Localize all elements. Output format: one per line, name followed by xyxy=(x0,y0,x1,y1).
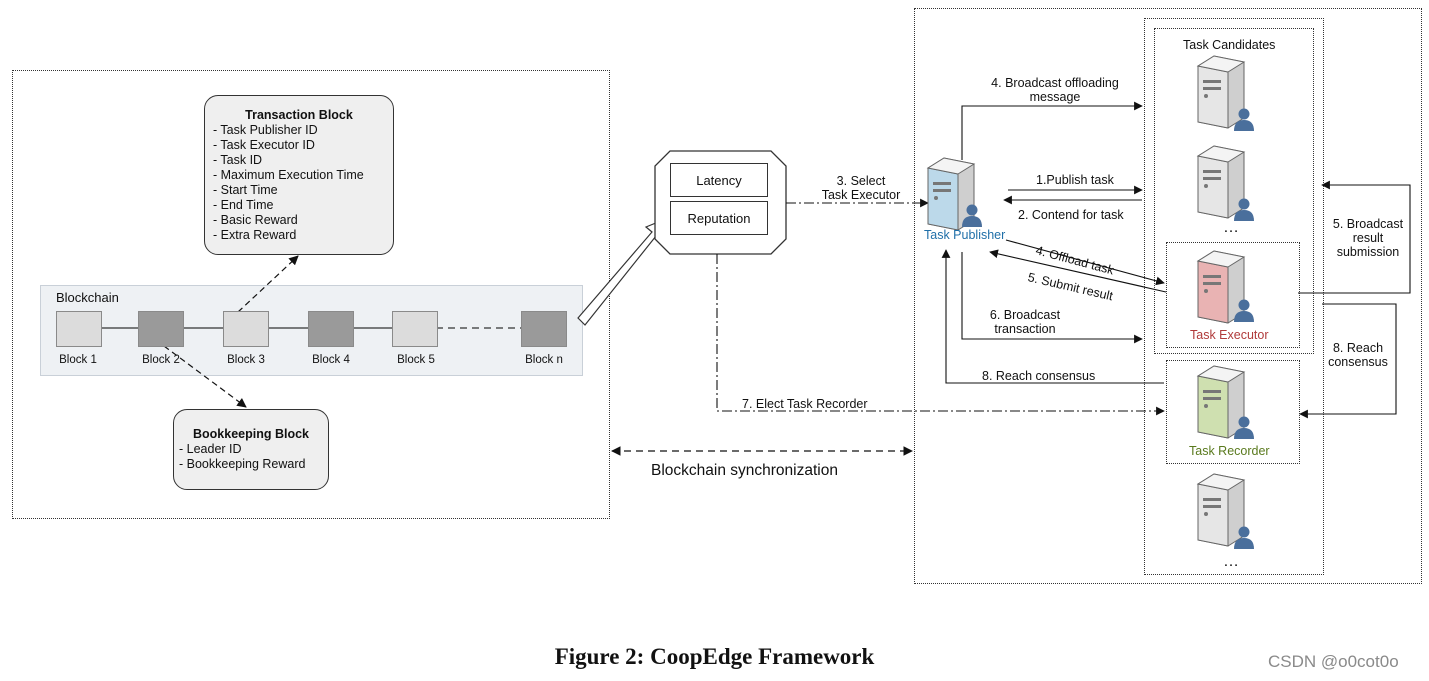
chain-block xyxy=(56,311,102,347)
blockchain-label: Blockchain xyxy=(56,290,119,305)
transaction-field: - Basic Reward xyxy=(213,213,298,227)
chain-block xyxy=(138,311,184,347)
block-label: Block 5 xyxy=(397,354,435,366)
candidate-server-icon xyxy=(1197,145,1254,221)
broadcast-result-label: 5. Broadcast result submission xyxy=(1328,217,1408,259)
elect-recorder-label: 7. Elect Task Recorder xyxy=(742,397,868,411)
broadcast-offload-line: message xyxy=(1029,90,1081,104)
task-recorder-label: Task Recorder xyxy=(1189,444,1270,458)
reputation-box: Reputation xyxy=(670,201,768,235)
reach-consensus-publisher-arrow xyxy=(941,249,1164,384)
contend-task-label: 2. Contend for task xyxy=(1018,208,1124,222)
transaction-field: - Maximum Execution Time xyxy=(213,168,364,182)
block-label: Block 3 xyxy=(227,354,265,366)
bookkeeping-block: Bookkeeping Block - Leader ID - Bookkeep… xyxy=(173,409,329,490)
transaction-block-fields: - Task Publisher ID - Task Executor ID -… xyxy=(213,123,393,243)
reach-consensus-right-line: 8. Reach xyxy=(1332,341,1384,355)
candidates-ellipsis: … xyxy=(1223,553,1239,570)
transaction-field: - Task Executor ID xyxy=(213,138,315,152)
transaction-block: Transaction Block - Task Publisher ID - … xyxy=(204,95,394,255)
task-executor-server-icon xyxy=(1197,250,1254,324)
bookkeeping-field: - Bookkeeping Reward xyxy=(179,457,306,471)
chain-block xyxy=(308,311,354,347)
candidate-server-icon xyxy=(1197,55,1254,131)
task-publisher-server-icon xyxy=(927,157,982,231)
task-candidates-group xyxy=(1144,18,1324,575)
transaction-field: - End Time xyxy=(213,198,274,212)
broadcast-result-line: 5. Broadcast xyxy=(1332,217,1404,231)
transaction-field: - Task ID xyxy=(213,153,263,167)
chain-block xyxy=(521,311,567,347)
transaction-field: - Extra Reward xyxy=(213,228,297,242)
broadcast-result-line: submission xyxy=(1336,245,1400,259)
select-executor-line: Task Executor xyxy=(821,188,901,202)
transaction-field: - Task Publisher ID xyxy=(213,123,318,137)
transaction-field: - Start Time xyxy=(213,183,278,197)
broadcast-transaction-arrow xyxy=(961,252,1143,344)
broadcast-transaction-label: 6. Broadcast transaction xyxy=(980,308,1070,336)
reach-consensus-right-line: consensus xyxy=(1328,355,1388,369)
submit-result-arrow xyxy=(989,249,1167,293)
reach-consensus-right-label: 8. Reach consensus xyxy=(1326,341,1390,369)
task-recorder-server-icon xyxy=(1197,365,1254,439)
block3-to-transaction-arrow xyxy=(237,255,299,313)
broadcast-transaction-line: 6. Broadcast xyxy=(989,308,1061,322)
upper-candidates-group xyxy=(1154,28,1314,354)
reach-consensus-loop xyxy=(1299,303,1397,419)
select-executor-label: 3. Select Task Executor xyxy=(808,174,914,202)
task-publisher-label: Task Publisher xyxy=(924,228,1006,242)
chain-block xyxy=(223,311,269,347)
elect-recorder-path xyxy=(716,254,1165,416)
publish-task-label: 1.Publish task xyxy=(1036,173,1114,187)
offload-task-arrow xyxy=(1005,239,1165,286)
latency-box: Latency xyxy=(670,163,768,197)
figure-caption: Figure 2: CoopEdge Framework xyxy=(554,644,875,669)
candidates-ellipsis: … xyxy=(1223,219,1239,236)
block-label: Block 4 xyxy=(312,354,350,366)
block-label: Block 1 xyxy=(59,354,97,366)
broadcast-result-loop xyxy=(1298,180,1411,294)
broadcast-transaction-line: transaction xyxy=(994,322,1056,336)
bookkeeping-block-fields: - Leader ID - Bookkeeping Reward xyxy=(179,442,328,472)
task-candidates-label: Task Candidates xyxy=(1183,38,1276,52)
reach-consensus-label: 8. Reach consensus xyxy=(982,369,1096,383)
block-label: Block 2 xyxy=(142,354,180,366)
broadcast-offload-label: 4. Broadcast offloading message xyxy=(980,76,1130,104)
chain-block xyxy=(392,311,438,347)
transaction-block-title: Transaction Block xyxy=(245,108,353,122)
csdn-watermark: CSDN @o0cot0o xyxy=(1268,652,1399,671)
broadcast-offload-line: 4. Broadcast offloading xyxy=(991,76,1119,90)
edge-network-panel xyxy=(914,8,1422,584)
block-label: Block n xyxy=(525,354,563,366)
bookkeeping-block-title: Bookkeeping Block xyxy=(193,427,309,441)
select-executor-line: 3. Select xyxy=(836,174,886,188)
task-executor-group xyxy=(1166,242,1300,348)
block2-to-bookkeeping-arrow xyxy=(163,345,247,408)
task-executor-label: Task Executor xyxy=(1190,328,1269,342)
candidate-server-icon xyxy=(1197,473,1254,549)
broadcast-offload-arrow xyxy=(961,101,1143,160)
sync-label: Blockchain synchronization xyxy=(651,462,838,479)
bookkeeping-field: - Leader ID xyxy=(179,442,242,456)
broadcast-result-line: result xyxy=(1352,231,1384,245)
